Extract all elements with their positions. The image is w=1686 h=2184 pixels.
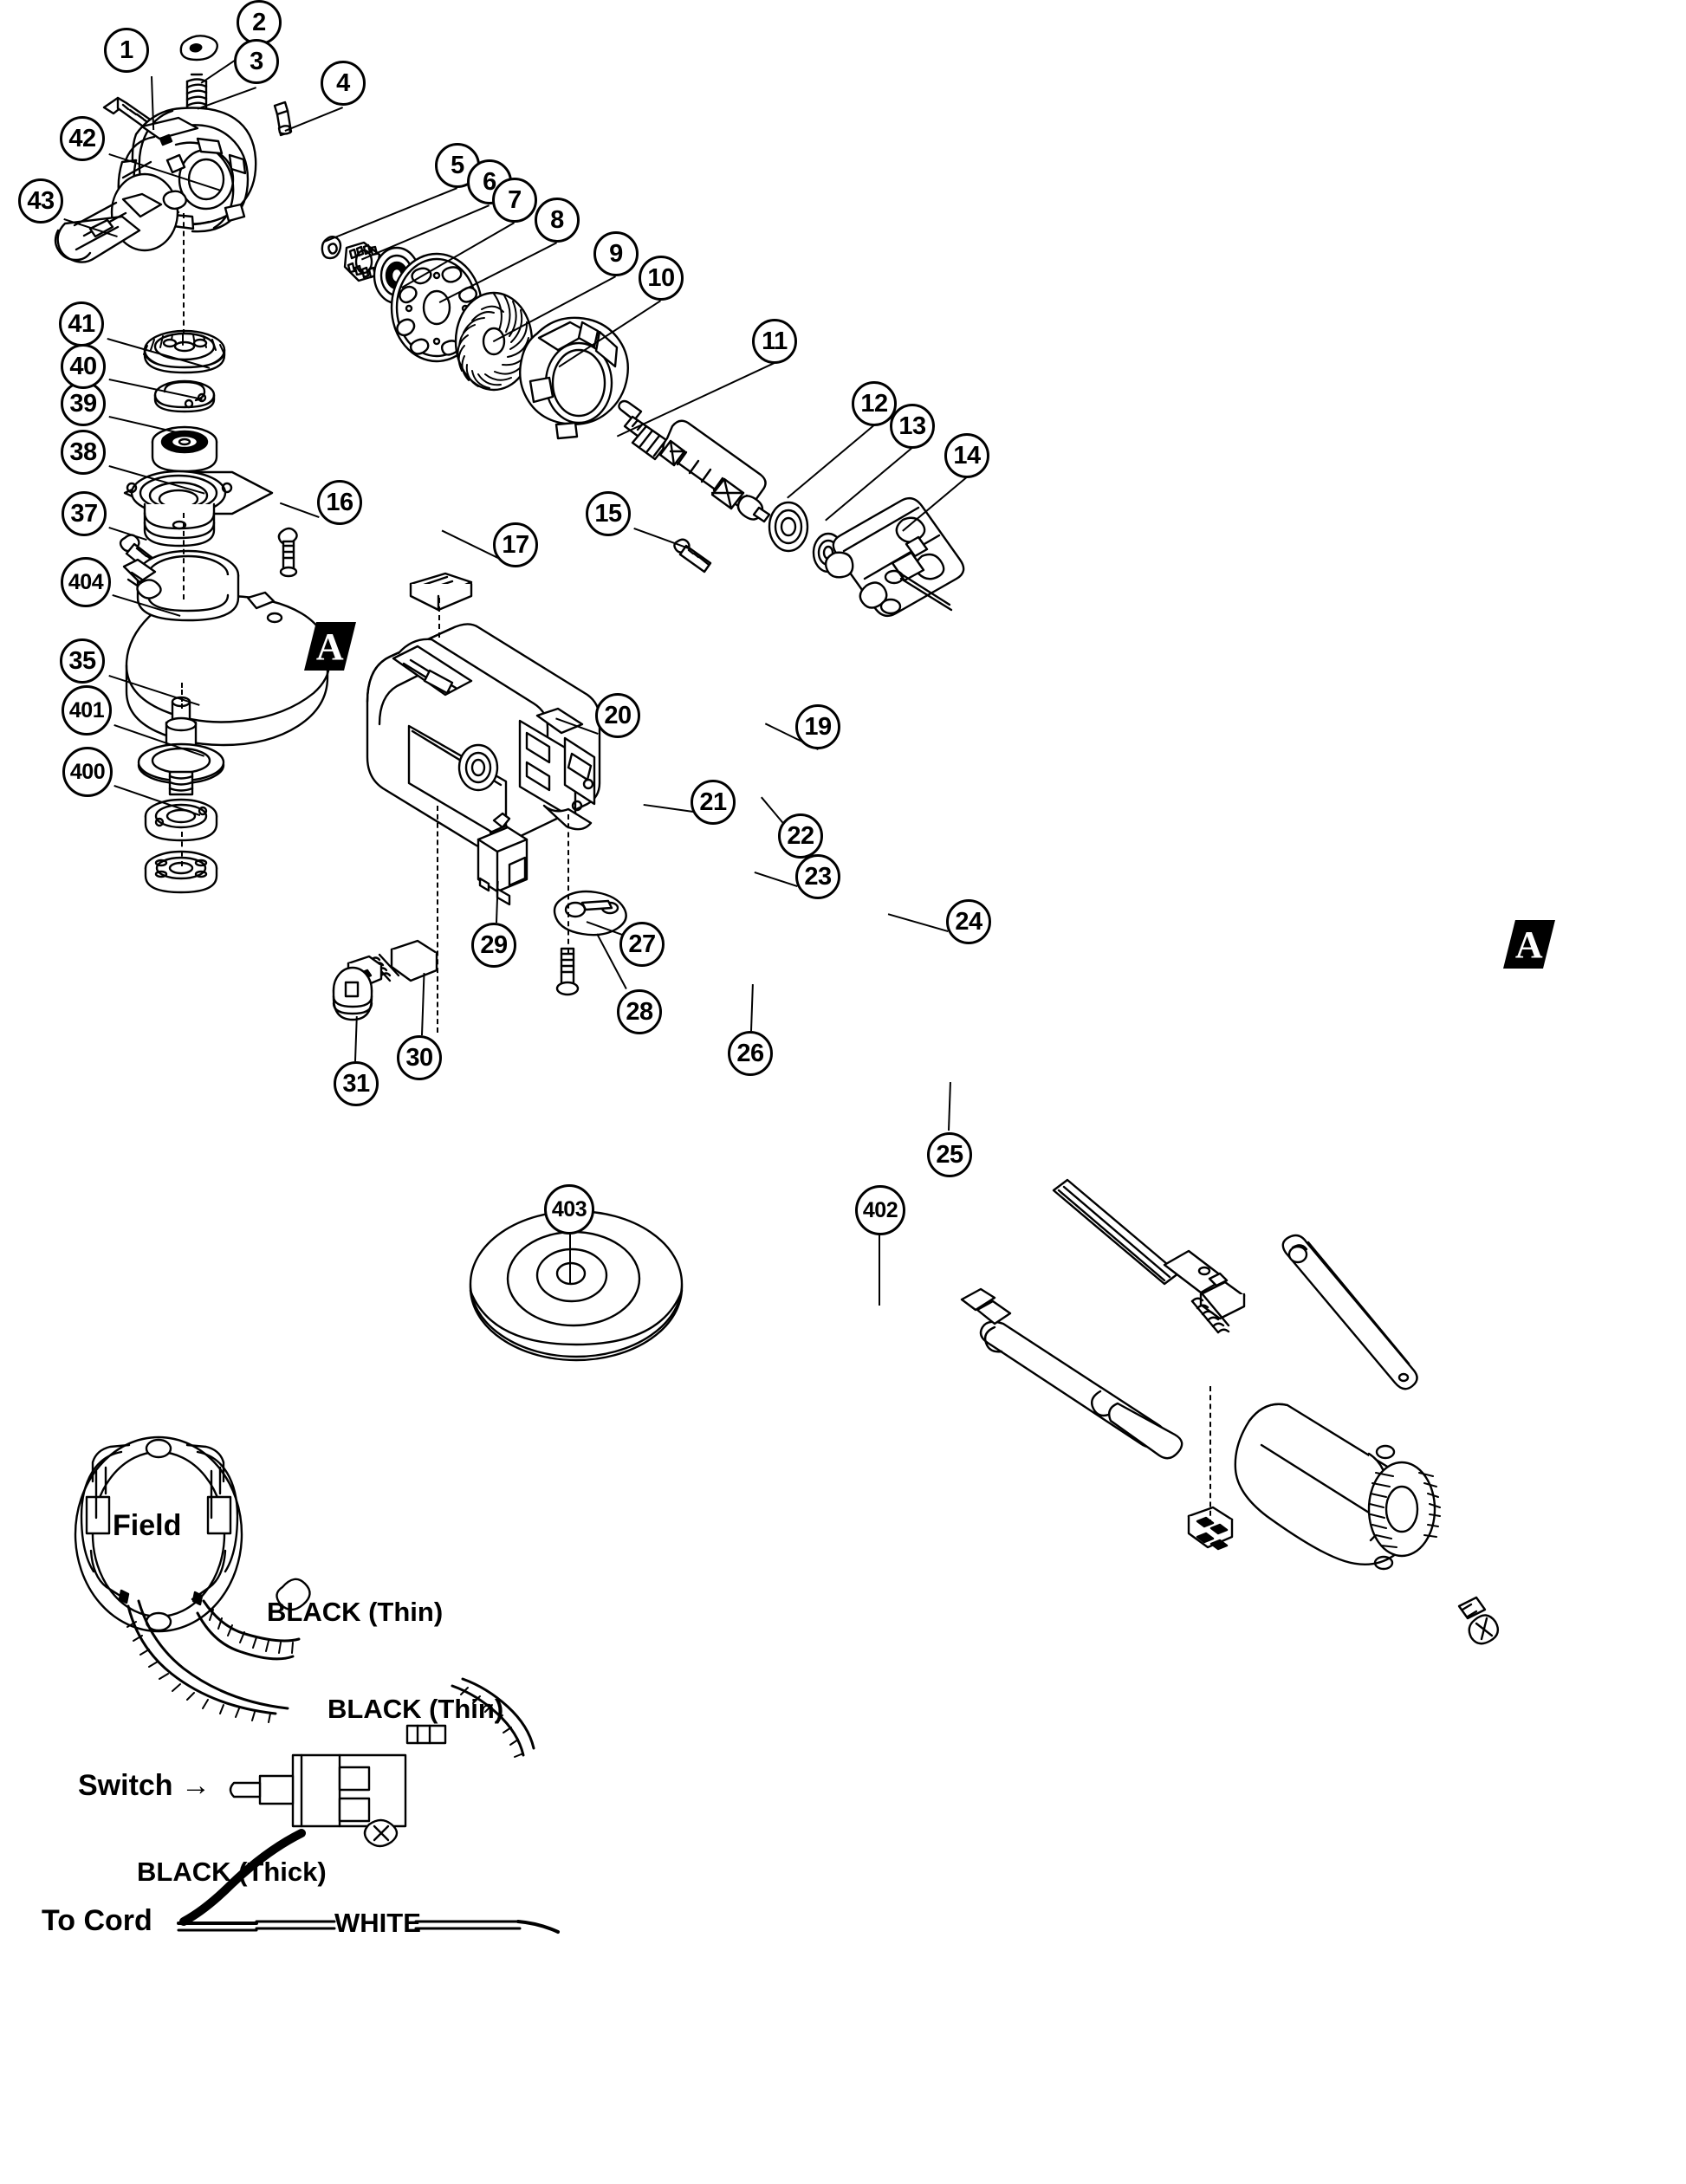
callout-9[interactable]: 9	[593, 231, 639, 276]
callout-43[interactable]: 43	[18, 178, 63, 224]
callout-401[interactable]: 401	[62, 685, 112, 736]
axis-vertical-gear	[183, 513, 185, 599]
wire-label-black-thick: BLACK (Thick)	[137, 1857, 327, 1887]
callout-13[interactable]: 13	[890, 404, 935, 449]
part-brush-bracket-10	[519, 316, 629, 440]
axis-vertical-brush	[437, 806, 438, 1033]
callout-26[interactable]: 26	[728, 1031, 773, 1076]
part-wheel-guard-404	[122, 549, 331, 747]
part-ball-bearing-39	[151, 425, 218, 473]
part-brush-holder-19	[1052, 1178, 1246, 1320]
callout-4[interactable]: 4	[321, 61, 366, 106]
callout-35[interactable]: 35	[60, 638, 105, 684]
part-wheel-washer-401	[144, 798, 218, 842]
callout-11[interactable]: 11	[752, 319, 797, 364]
callout-400[interactable]: 400	[62, 747, 113, 797]
part-screw-16	[277, 527, 298, 578]
part-washer-2	[179, 35, 218, 62]
part-brush-cap-31	[332, 966, 373, 1021]
field-label: Field	[113, 1509, 182, 1542]
part-tail-cover-24	[1234, 1403, 1441, 1571]
part-switch-lever-17	[409, 572, 473, 612]
section-marker-a-right-label: A	[1515, 923, 1543, 966]
leader-403	[569, 1235, 571, 1285]
callout-28[interactable]: 28	[617, 989, 662, 1034]
callout-41[interactable]: 41	[59, 301, 104, 347]
callout-17[interactable]: 17	[493, 522, 538, 567]
to-cord-label: To Cord	[42, 1904, 152, 1937]
axis-vertical-housing	[438, 598, 440, 638]
part-bearing-12	[768, 501, 809, 553]
callout-1[interactable]: 1	[104, 28, 149, 73]
axis-vertical-wheel	[181, 832, 183, 866]
part-retaining-ring-40	[153, 379, 216, 413]
part-switch-29	[477, 812, 528, 906]
callout-8[interactable]: 8	[535, 198, 580, 243]
switch-label: Switch →	[78, 1769, 211, 1802]
callout-29[interactable]: 29	[471, 923, 516, 968]
wiring-switch	[177, 1753, 560, 1934]
callout-404[interactable]: 404	[61, 557, 111, 607]
axis-vertical-clamp	[567, 814, 569, 953]
part-grinding-wheel-403	[469, 1209, 684, 1362]
part-wrench-402	[1281, 1234, 1418, 1390]
part-bevel-gear-41	[143, 329, 226, 374]
callout-14[interactable]: 14	[944, 433, 989, 478]
section-marker-a-left-label: A	[316, 625, 344, 668]
callout-10[interactable]: 10	[639, 256, 684, 301]
callout-42[interactable]: 42	[60, 116, 105, 161]
callout-2[interactable]: 2	[237, 0, 282, 45]
callout-22[interactable]: 22	[778, 813, 823, 859]
callout-12[interactable]: 12	[852, 381, 897, 426]
part-pinion-gear-6	[343, 241, 381, 282]
part-cord-clamp-27	[553, 890, 627, 936]
axis-vertical-main	[183, 213, 185, 334]
part-screw-28	[555, 947, 580, 996]
callout-19[interactable]: 19	[795, 704, 840, 749]
callout-24[interactable]: 24	[946, 899, 991, 944]
wire-label-white: WHITE	[334, 1908, 421, 1938]
axis-vertical-terminal	[1209, 1386, 1211, 1525]
callout-3[interactable]: 3	[234, 39, 279, 84]
wire-label-black-thin-1: BLACK (Thin)	[267, 1597, 444, 1627]
callout-21[interactable]: 21	[691, 780, 736, 825]
callout-40[interactable]: 40	[61, 344, 106, 389]
callout-20[interactable]: 20	[595, 693, 640, 738]
part-armature-11	[618, 399, 771, 523]
wire-label-black-thin-2: BLACK (Thin)	[327, 1694, 504, 1724]
part-brush-spring-22	[1190, 1293, 1230, 1334]
part-wheel-nut-400	[144, 850, 218, 894]
part-field-14	[824, 496, 965, 618]
callout-30[interactable]: 30	[397, 1035, 442, 1080]
callout-403[interactable]: 403	[544, 1184, 594, 1235]
part-pin-4	[273, 100, 293, 137]
callout-23[interactable]: 23	[795, 854, 840, 899]
axis-vertical-spindle	[181, 683, 183, 709]
callout-7[interactable]: 7	[492, 178, 537, 223]
part-housing-20	[366, 623, 601, 851]
part-screw-25	[1457, 1596, 1500, 1645]
callout-38[interactable]: 38	[61, 430, 106, 475]
part-key-5	[321, 236, 342, 260]
part-side-handle-43	[54, 172, 187, 263]
callout-37[interactable]: 37	[62, 491, 107, 536]
leader-402	[879, 1235, 880, 1306]
callout-25[interactable]: 25	[927, 1132, 972, 1177]
part-gear-case-38	[123, 470, 274, 548]
wiring-field-assembly	[74, 1435, 535, 1758]
callout-16[interactable]: 16	[317, 480, 362, 525]
callout-402[interactable]: 402	[855, 1185, 905, 1235]
callout-27[interactable]: 27	[619, 922, 665, 967]
part-spindle-35	[137, 696, 225, 796]
callout-15[interactable]: 15	[586, 491, 631, 536]
part-cord-tube-23	[1108, 1402, 1183, 1460]
callout-31[interactable]: 31	[334, 1061, 379, 1106]
part-screw-15	[673, 538, 712, 574]
